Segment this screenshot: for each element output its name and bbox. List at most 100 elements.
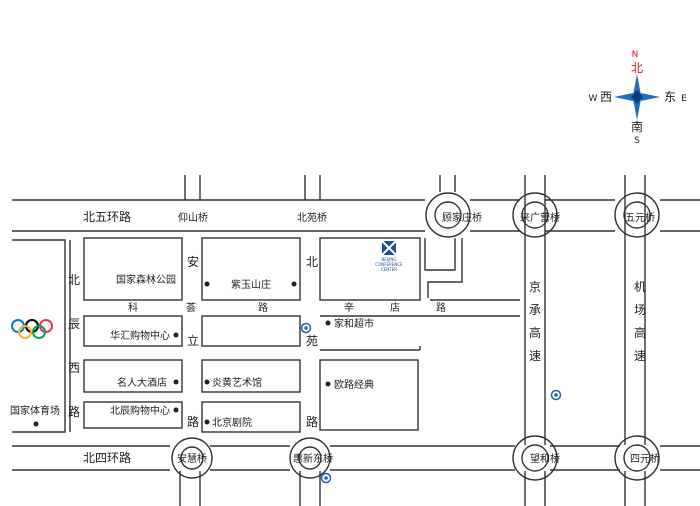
block-ziyu [201, 237, 301, 301]
label-beiyuan-road-1: 北 [306, 255, 318, 269]
compass-needle-east [641, 93, 660, 101]
road-labels: 北五环路 北四环路 科 荟 路 辛 店 路 北 辰 西 路 安 立 路 北 苑 … [68, 209, 646, 465]
label-jingcheng-3: 高 [529, 325, 541, 340]
north-4th-ring-road [12, 445, 700, 471]
location-dot [173, 407, 179, 413]
block-yanhuang [201, 359, 301, 393]
label-north-4th-ring: 北四环路 [83, 450, 131, 465]
label-airport-1: 机 [634, 280, 646, 294]
label-keyun-road-2: 荟 [186, 301, 196, 314]
location-dot [173, 379, 179, 385]
interchanges [171, 192, 660, 506]
compass-north-letter: N [632, 50, 639, 60]
compass-needle-north [633, 74, 641, 95]
compass-south-char: 南 [631, 119, 643, 134]
north-5th-ring-road [12, 199, 700, 232]
label-gujiazhuang-bridge: 顾家庄桥 [442, 211, 482, 224]
place-labels: 国家森林公园 紫玉山庄 华汇购物中心 家和超市 名人大酒店 炎黄艺术馆 欧路经典… [10, 273, 374, 429]
block-conference [319, 237, 421, 301]
label-xindian-road-3: 路 [436, 301, 446, 314]
location-dot [325, 381, 331, 387]
conference-logo-line3: CENTER [381, 267, 397, 272]
label-beiyuan-bridge: 北苑桥 [297, 211, 327, 224]
location-dot [33, 421, 39, 427]
location-dot [325, 320, 331, 326]
label-anli-road-2: 立 [187, 333, 199, 348]
compass-center [631, 90, 643, 104]
label-xindian-road-2: 店 [390, 301, 400, 314]
label-national-stadium: 国家体育场 [10, 404, 60, 417]
expressways [439, 175, 646, 506]
label-jingcheng-1: 京 [529, 280, 541, 294]
label-beijing-theater: 北京剧院 [212, 416, 252, 429]
location-dot [204, 379, 210, 385]
compass-east-letter: E [681, 94, 687, 104]
conference-logo-line1: BEIJING [382, 257, 397, 262]
label-siyuan-bridge: 四元桥 [630, 453, 660, 465]
compass-east-char: 东 [664, 90, 676, 104]
label-forest-park: 国家森林公园 [116, 273, 176, 286]
location-dot [204, 281, 210, 287]
label-anli-road-3: 路 [187, 414, 199, 429]
block-oulu [319, 359, 419, 431]
location-dot [173, 332, 179, 338]
label-anli-road-1: 安 [187, 254, 199, 269]
location-dot [291, 281, 297, 287]
block-theater [201, 401, 301, 433]
conference-logo-line2: CONFERENCE [375, 262, 403, 267]
block-forest-park [83, 237, 183, 301]
label-laiguangying-bridge: 来广营桥 [520, 211, 560, 224]
label-huahui-mall: 华汇购物中心 [110, 329, 170, 342]
compass-needle-west [614, 93, 633, 101]
label-keyun-road-1: 科 [128, 301, 138, 314]
location-dots [33, 281, 331, 427]
label-huixin-east-bridge: 惠新东桥 [293, 452, 333, 465]
label-beiyuan-road-3: 路 [306, 414, 318, 429]
left-area [12, 239, 71, 433]
label-jingcheng-4: 速 [529, 349, 541, 363]
label-anhui-bridge: 安慧桥 [177, 452, 207, 465]
label-beichen-west-2: 辰 [68, 317, 80, 331]
bridge-labels: 仰山桥 北苑桥 顾家庄桥 来广营桥 五元桥 安慧桥 惠新东桥 望和桥 四元桥 [177, 211, 660, 465]
block-anli-mid [201, 315, 301, 347]
label-jingcheng-2: 承 [529, 303, 541, 317]
gas-station-icons [300, 322, 562, 484]
label-north-5th-ring: 北五环路 [83, 209, 131, 224]
label-beichen-west-4: 路 [68, 404, 80, 419]
label-beichen-west-1: 北 [68, 273, 80, 287]
label-jiahe-supermarket: 家和超市 [334, 317, 374, 330]
compass-north-char: 北 [631, 61, 643, 75]
label-wuyuan-bridge: 五元桥 [625, 212, 655, 224]
compass-south-letter: S [634, 136, 640, 146]
gas-station-icon [300, 322, 312, 334]
label-wanghe-bridge: 望和桥 [530, 452, 560, 465]
label-airport-4: 速 [634, 349, 646, 363]
block-beichen-mall [83, 401, 183, 429]
label-beichen-west-3: 西 [68, 361, 80, 375]
compass-needle-south [633, 99, 641, 120]
label-yangshan-bridge: 仰山桥 [178, 212, 208, 224]
label-mingren-hotel: 名人大酒店 [117, 376, 167, 389]
north-street-stubs [184, 175, 321, 200]
label-xindian-road-1: 辛 [344, 301, 354, 314]
city-blocks [83, 237, 520, 433]
label-airport-2: 场 [634, 303, 646, 317]
label-ziyu-shanzhuang: 紫玉山庄 [231, 278, 271, 291]
compass-west-char: 西 [600, 90, 612, 104]
label-beichen-mall: 北辰购物中心 [110, 404, 170, 417]
gas-station-icon [320, 472, 332, 484]
conference-center-logo: BEIJING CONFERENCE CENTER [375, 240, 403, 272]
label-airport-3: 高 [634, 325, 646, 340]
block-huahui [83, 315, 183, 347]
block-mingren [83, 359, 183, 393]
label-yanhuang-art: 炎黄艺术馆 [212, 376, 262, 389]
gas-station-icon [550, 389, 562, 401]
label-beiyuan-road-2: 苑 [306, 334, 318, 348]
compass-rose: N 北 南 S 东 E 西 W [589, 50, 688, 146]
label-oulu-jingdian: 欧路经典 [334, 378, 374, 391]
olympic-rings-logo [11, 319, 53, 339]
label-keyun-road-3: 路 [258, 301, 268, 314]
compass-west-letter: W [589, 94, 598, 104]
location-dot [204, 419, 210, 425]
